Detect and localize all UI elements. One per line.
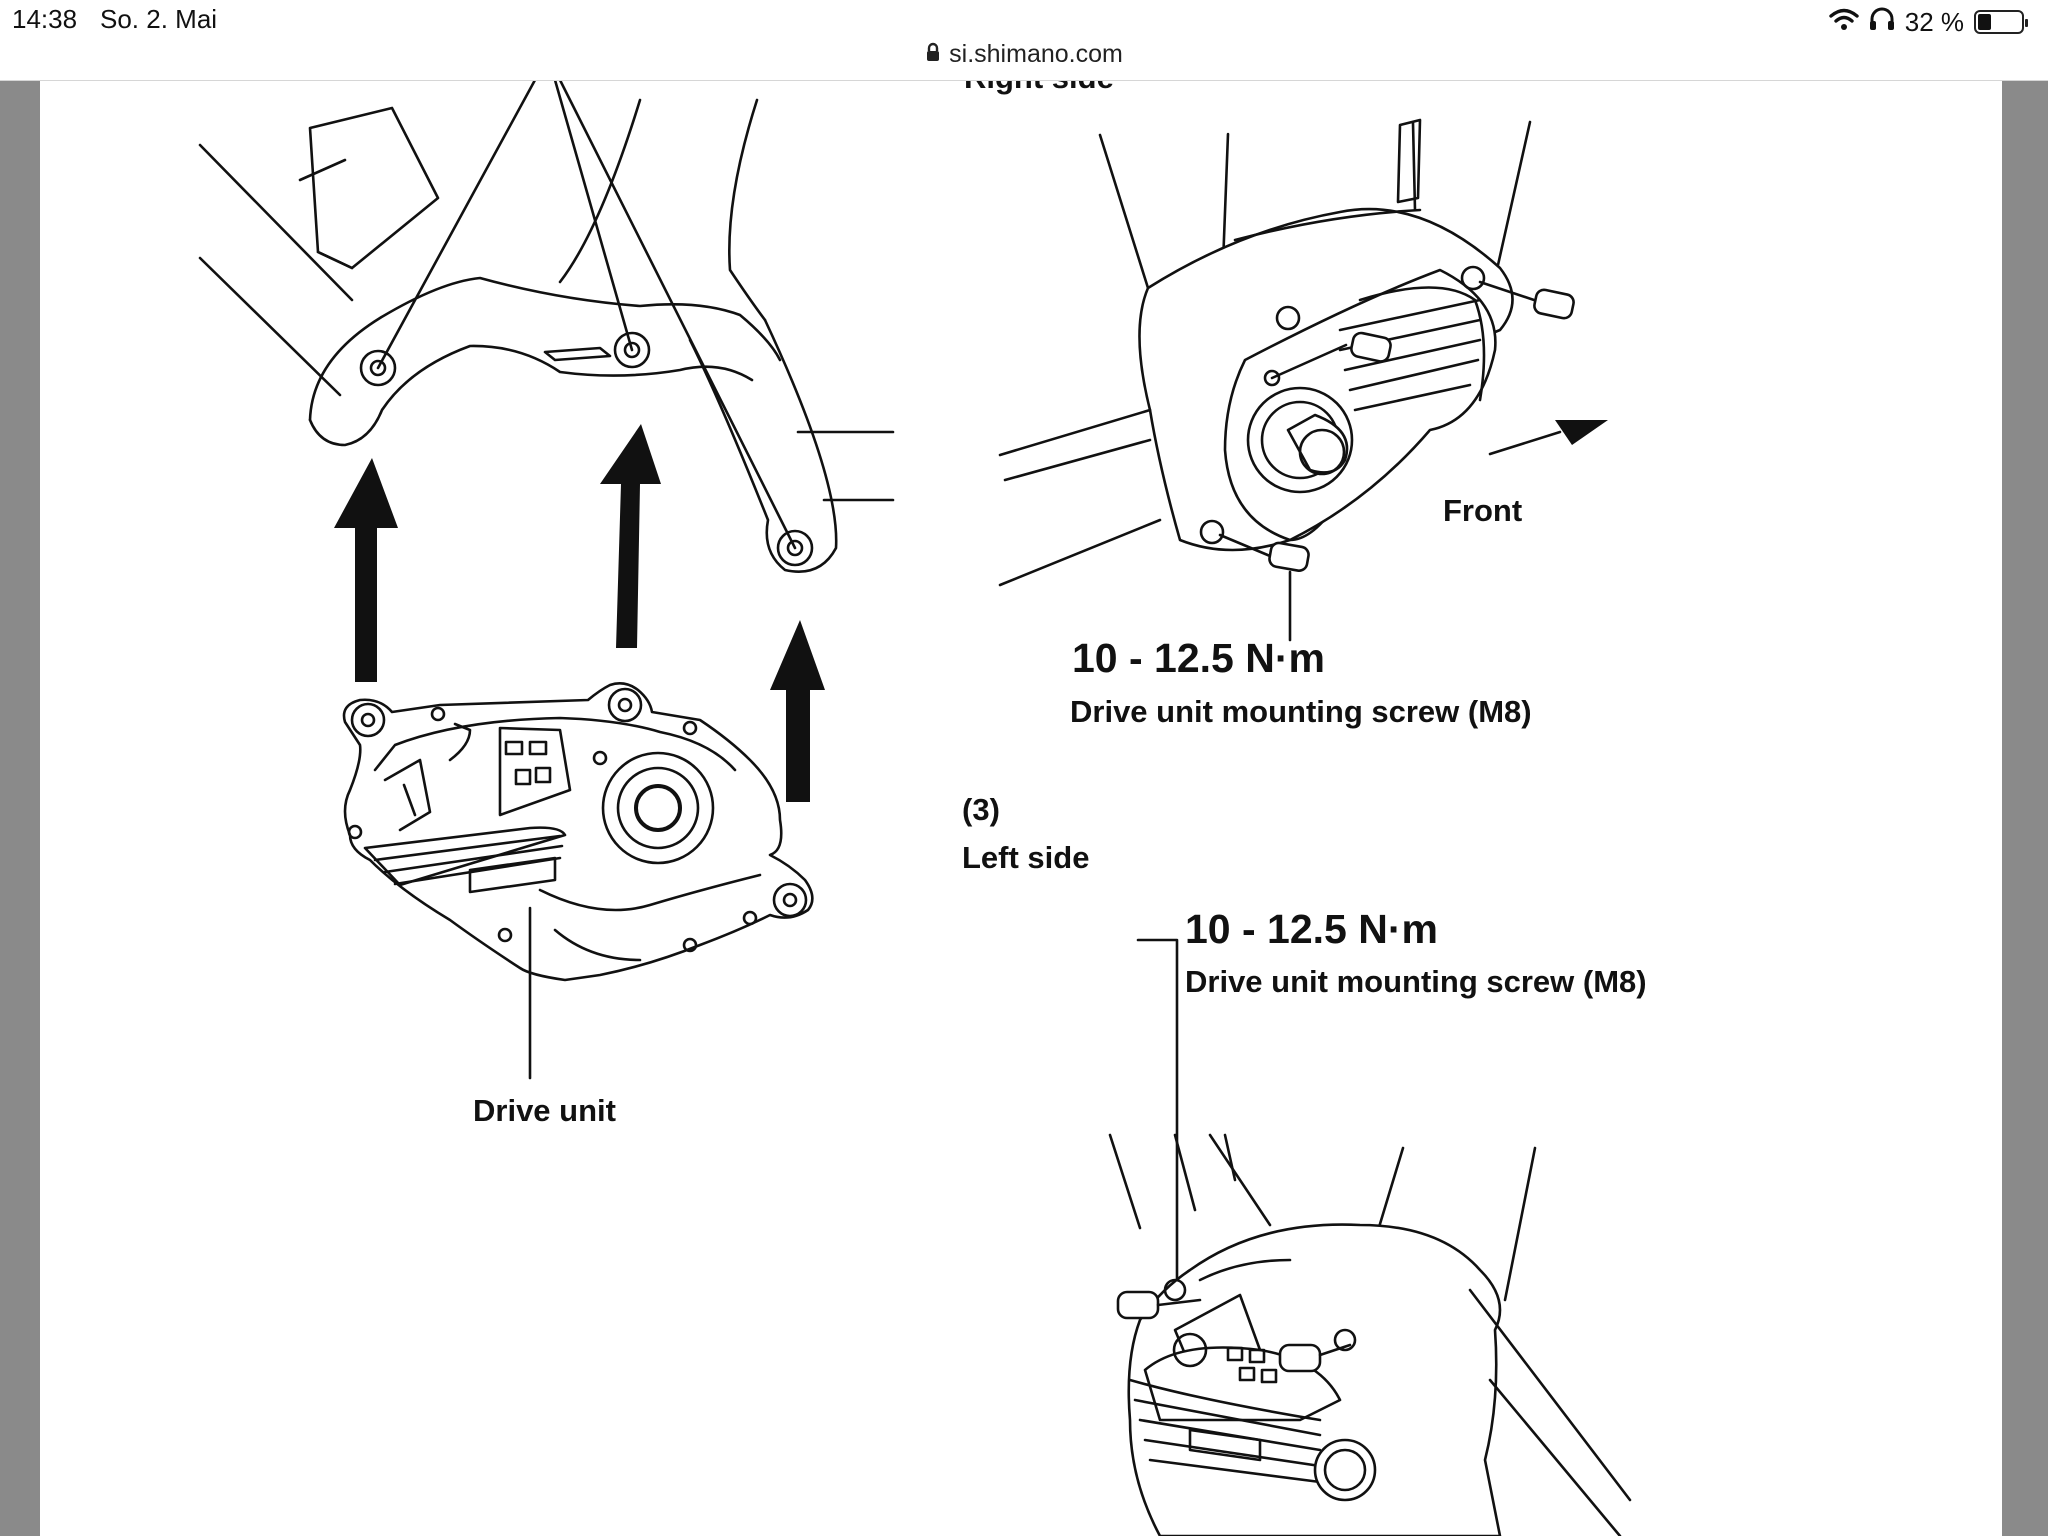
- document-viewer[interactable]: Right side Front 10 - 12.5 N·m Drive uni…: [0, 60, 2048, 1536]
- installation-diagram: [198, 80, 1632, 1536]
- left-side-heading: Left side: [962, 840, 1090, 875]
- left-screw-label: Drive unit mounting screw (M8): [1185, 964, 1647, 999]
- right-screw-label: Drive unit mounting screw (M8): [1070, 694, 1532, 729]
- drive-unit-label: Drive unit: [473, 1093, 616, 1128]
- installation-arrows: [334, 424, 825, 802]
- front-label: Front: [1443, 493, 1523, 528]
- frame-illustration: [198, 80, 895, 573]
- manual-page: Right side Front 10 - 12.5 N·m Drive uni…: [40, 60, 2002, 1536]
- address-bar[interactable]: si.shimano.com: [0, 36, 2048, 72]
- status-date: So. 2. Mai: [100, 4, 218, 34]
- status-icons: 32 %: [1829, 4, 2028, 40]
- status-bar: 14:38 So. 2. Mai 32 % si.shimano.com: [0, 0, 2048, 81]
- status-time: 14:38: [12, 4, 78, 34]
- url-text[interactable]: si.shimano.com: [949, 39, 1123, 68]
- left-side-illustration: [1108, 938, 1632, 1536]
- battery-level: [1978, 14, 1991, 30]
- left-torque-value: 10 - 12.5 N·m: [1185, 906, 1438, 952]
- right-torque-value: 10 - 12.5 N·m: [1072, 635, 1325, 681]
- step-number: (3): [962, 792, 1000, 827]
- wifi-icon: [1829, 7, 1859, 38]
- headphones-icon: [1869, 7, 1895, 38]
- front-arrow: [1555, 420, 1608, 445]
- lock-icon: [925, 40, 941, 69]
- battery-icon: [1974, 10, 2028, 34]
- drive-unit-illustration: [342, 682, 814, 982]
- right-side-illustration: [998, 118, 1575, 642]
- battery-percent: 32 %: [1904, 6, 1964, 37]
